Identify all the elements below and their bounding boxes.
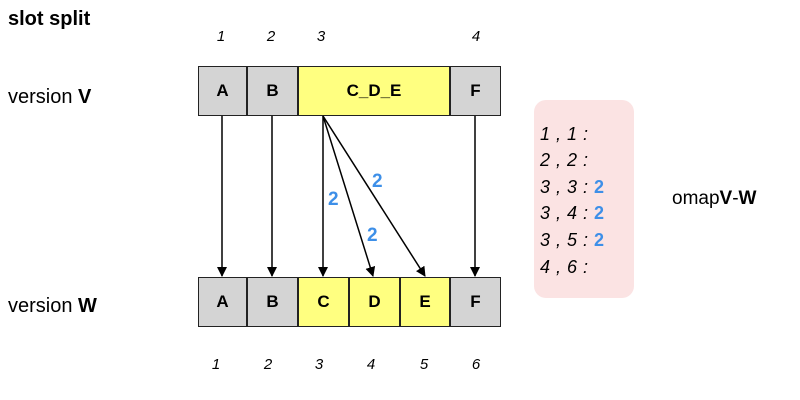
- bottom-index-1: 1: [211, 356, 221, 373]
- omap-title-v: V: [719, 188, 733, 209]
- top-index-1: 1: [216, 28, 226, 45]
- top-index-4: 4: [471, 28, 481, 45]
- slot-v-A: A: [198, 66, 247, 116]
- version-w-label: version W: [8, 295, 97, 318]
- omap-row-5: 3 , 5 : 2: [540, 230, 605, 251]
- version-v-name: V: [78, 86, 92, 108]
- arrow-label-e: 2: [372, 171, 383, 192]
- omap-row-6: 4 , 6 :: [540, 257, 589, 278]
- slot-w-D: D: [349, 277, 400, 327]
- slot-v-B: B: [247, 66, 298, 116]
- arrow-label-d: 2: [367, 225, 378, 246]
- omap-row-2: 2 , 2 :: [540, 150, 589, 171]
- bottom-index-5: 5: [419, 356, 429, 373]
- omap-row-5-count: 2: [594, 230, 605, 250]
- omap-row-3: 3 , 3 : 2: [540, 177, 605, 198]
- omap-row-4-mapping: 3 , 4 :: [540, 203, 589, 223]
- omap-title-w: W: [738, 188, 757, 209]
- slot-w-C: C: [298, 277, 349, 327]
- omap-title-prefix: omap: [672, 188, 720, 209]
- omap-row-1-mapping: 1 , 1 :: [540, 124, 589, 144]
- bottom-index-6: 6: [471, 356, 481, 373]
- version-v-prefix: version: [8, 86, 79, 108]
- slot-w-E: E: [400, 277, 450, 327]
- slot-v-CDE: C_D_E: [298, 66, 450, 116]
- diagram-title: slot split: [8, 8, 91, 30]
- omap-box: [534, 100, 634, 298]
- bottom-index-4: 4: [366, 356, 376, 373]
- bottom-index-3: 3: [314, 356, 324, 373]
- omap-row-3-count: 2: [594, 177, 605, 197]
- bottom-index-2: 2: [263, 356, 273, 373]
- arrow-label-c: 2: [328, 189, 339, 210]
- version-w-prefix: version: [8, 295, 79, 317]
- omap-row-4: 3 , 4 : 2: [540, 203, 605, 224]
- omap-row-1: 1 , 1 :: [540, 124, 589, 145]
- omap-row-5-mapping: 3 , 5 :: [540, 230, 589, 250]
- omap-row-4-count: 2: [594, 203, 605, 223]
- slot-w-F: F: [450, 277, 501, 327]
- omap-title: omapV-W: [672, 188, 756, 210]
- version-w-name: W: [78, 295, 97, 317]
- arrow-CDE-to-E: [322, 115, 426, 277]
- version-v-label: version V: [8, 86, 91, 109]
- omap-row-2-mapping: 2 , 2 :: [540, 150, 589, 170]
- slot-w-A: A: [198, 277, 247, 327]
- omap-row-3-mapping: 3 , 3 :: [540, 177, 589, 197]
- omap-title-dash: -: [732, 188, 739, 209]
- slot-v-F: F: [450, 66, 501, 116]
- arrow-CDE-to-D: [322, 115, 376, 277]
- slot-w-B: B: [247, 277, 298, 327]
- top-index-3: 3: [316, 28, 326, 45]
- top-index-2: 2: [266, 28, 276, 45]
- omap-row-6-mapping: 4 , 6 :: [540, 257, 589, 277]
